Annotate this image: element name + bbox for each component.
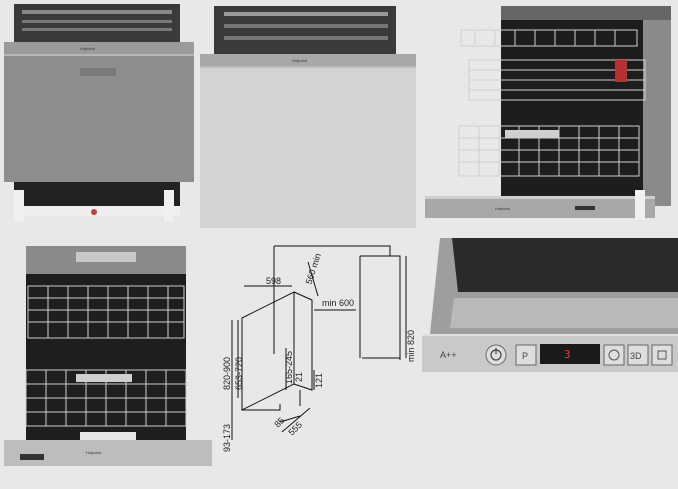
photo-open-racks: Hotpoint (425, 0, 678, 232)
dishwasher-open-racks-illustration: Hotpoint (425, 6, 671, 220)
display-panel (540, 344, 600, 364)
brand-mark: Hotpoint (86, 450, 102, 455)
brand-mark: Hotpoint (292, 58, 308, 63)
dishwasher-front-open-illustration: Hotpoint (4, 4, 194, 230)
height-range-label: 820-900 (222, 357, 232, 390)
brand-mark: Hotpoint (495, 206, 511, 211)
gap-label: 21 (294, 372, 304, 382)
option-icon (657, 350, 667, 360)
plinth-range-label: 93-173 (222, 424, 232, 452)
power-button[interactable] (485, 344, 507, 366)
dishwasher-closed-illustration: Hotpoint (200, 6, 416, 228)
photo-front-panel-closed: Hotpoint (200, 0, 425, 232)
control-panel-illustration: A++ P 3 cycle time rinse 3D (422, 238, 678, 489)
width-label: 598 (266, 276, 281, 286)
niche-height-label: min 820 (406, 330, 416, 362)
foot-label: 85 (272, 415, 286, 429)
depth-label: 560 min (304, 252, 323, 286)
extra-option-button[interactable] (651, 344, 673, 366)
dimension-diagram: 598 560 min min 600 min 820 820-900 653-… (222, 240, 420, 489)
delay-button[interactable] (603, 344, 625, 366)
control-panel-closeup: A++ P 3 cycle time rinse 3D (422, 238, 678, 489)
3d-zone-button[interactable]: 3D (627, 344, 649, 366)
program-key-label: P (522, 351, 528, 361)
bottom-depth-label: 555 (286, 420, 304, 438)
clock-icon (608, 349, 620, 361)
program-button[interactable]: P (515, 344, 537, 366)
installation-drawing: 598 560 min min 600 min 820 820-900 653-… (222, 245, 416, 452)
photo-front-racks: Hotpoint (0, 240, 220, 489)
photo-front-panel-open: Hotpoint (0, 0, 200, 232)
display-label-time: time (562, 365, 572, 371)
display-digits: 3 (564, 348, 571, 361)
body-height-label: 653-720 (234, 357, 244, 390)
display-label-rinse: rinse (580, 365, 591, 371)
key-3d-label: 3D (630, 351, 642, 361)
display-label-cycle: cycle (542, 365, 554, 371)
brand-mark: Hotpoint (80, 46, 96, 51)
plinth-label: 121 (314, 373, 324, 388)
energy-class-label: A++ (440, 350, 457, 360)
dishwasher-front-racks-illustration: Hotpoint (4, 246, 212, 466)
niche-width-label: min 600 (322, 298, 354, 308)
door-gap-label: 165-245 (284, 351, 294, 384)
